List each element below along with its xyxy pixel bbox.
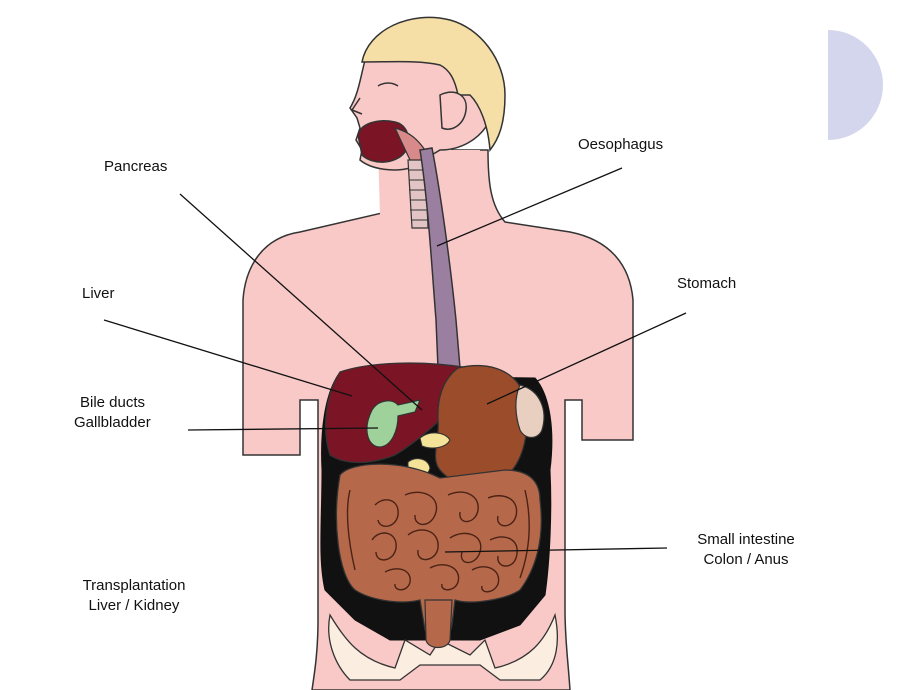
small-intestine-coils [346, 489, 530, 593]
eye [377, 82, 399, 87]
label-oesophagus: Oesophagus [578, 136, 664, 153]
pointer-pancreas [179, 193, 423, 411]
spleen [515, 384, 545, 439]
label-bile-ducts: Bile ducts [80, 394, 146, 411]
pointer-liver [103, 319, 353, 397]
label-pancreas: Pancreas [104, 158, 168, 175]
ear [439, 91, 467, 130]
nose [350, 97, 363, 115]
label-small-intestine: Small intestine [697, 531, 795, 548]
pointer-stomach [486, 312, 687, 405]
pointer-gallbladder [187, 427, 379, 431]
label-colon-anus: Colon / Anus [703, 551, 789, 568]
label-stomach: Stomach [677, 275, 737, 292]
pancreas-organ [419, 432, 451, 449]
pointer-small-intestine [444, 547, 668, 553]
label-transplantation: Transplantation [82, 577, 186, 594]
colon [335, 463, 542, 640]
rectum [424, 599, 453, 649]
gallbladder [366, 399, 422, 448]
stomach [434, 364, 528, 488]
label-gallbladder: Gallbladder [74, 414, 151, 431]
decorative-half-circle [828, 30, 883, 140]
label-liver-kidney: Liver / Kidney [88, 597, 180, 614]
pointer-oesophagus [436, 167, 623, 247]
hair [361, 16, 506, 152]
label-liver: Liver [82, 285, 115, 302]
pelvis [328, 612, 558, 681]
